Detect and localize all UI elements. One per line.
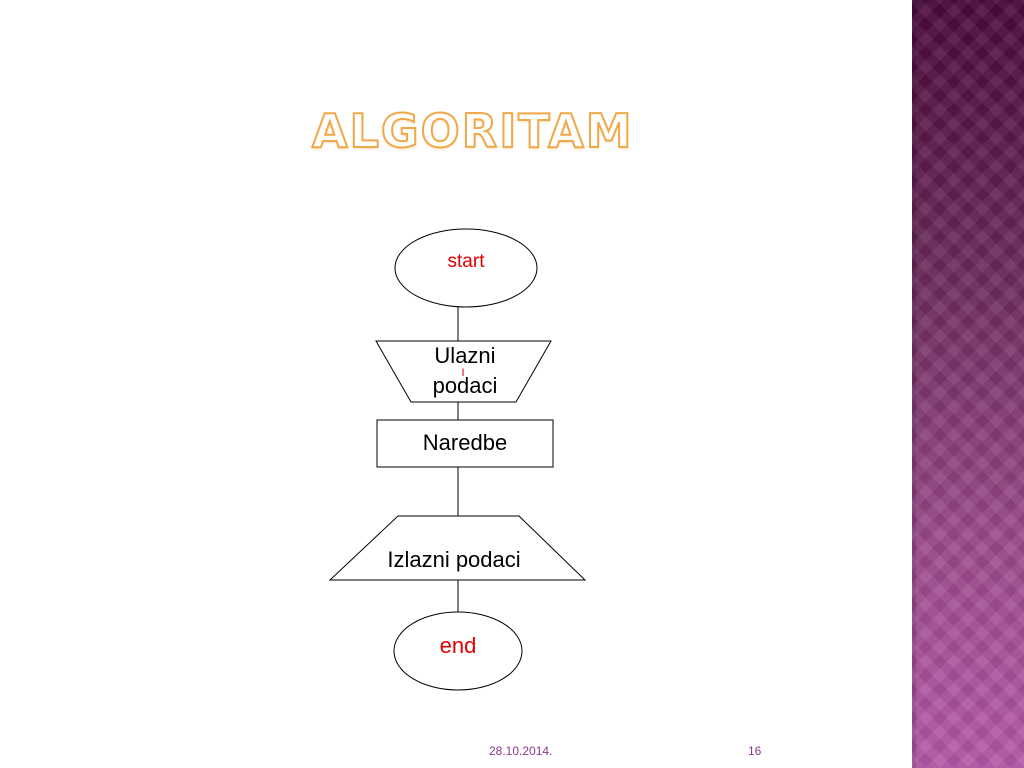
output-data-shape [328,515,587,581]
end-terminal-label: end [440,633,477,658]
output-data-label: Izlazni podaci [387,547,520,572]
decorative-side-panel [912,0,1024,768]
end-terminal-shape [393,611,523,691]
side-panel-edge [912,0,916,768]
start-terminal-label: start [448,251,486,272]
input-data-label-line1: Ulazni [434,343,495,368]
footer-date: 28.10.2014. [489,744,553,758]
input-data-shape [375,340,552,403]
page-number: 16 [748,744,762,758]
process-box-shape [376,419,554,468]
input-data-label-line2: podaci [433,373,498,398]
process-box-label: Naredbe [423,430,507,455]
slide-title: Algoritam [311,103,634,159]
text-cursor-marker: I [461,367,464,379]
start-terminal-shape [394,228,538,308]
